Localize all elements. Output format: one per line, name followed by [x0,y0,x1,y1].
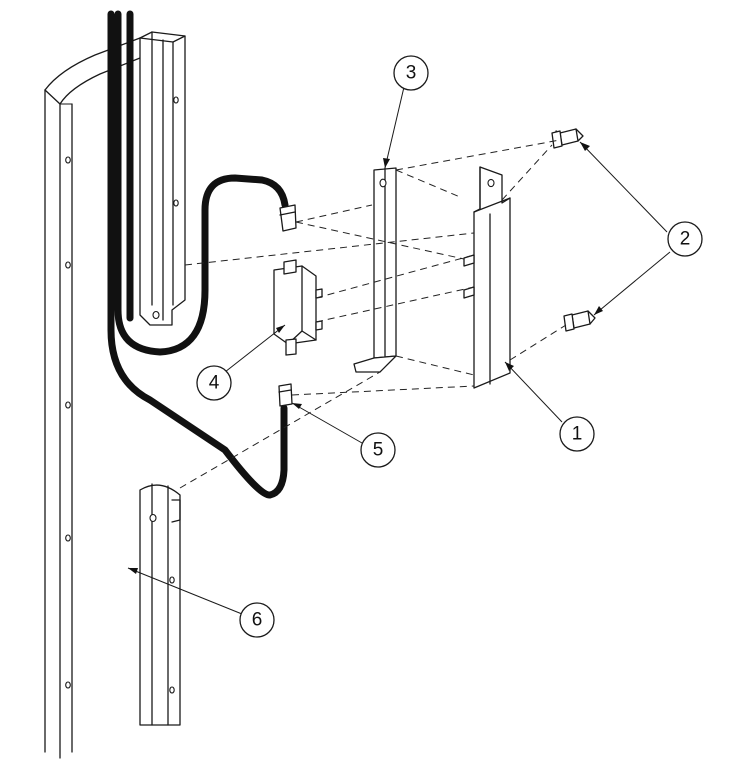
callout-6-label: 6 [252,610,263,631]
callout-5: 5 [291,402,396,468]
callout-4: 4 [196,324,286,401]
callout-3: 3 [383,55,429,169]
cable-connector-upper [279,204,297,232]
screw-upper [551,128,584,149]
wire-harness [107,10,289,499]
cable-connector-lower [278,383,293,407]
callout-4-label: 4 [209,373,220,394]
cabinet-side-frame [44,37,141,759]
screw-lower [563,310,596,332]
callout-3-label: 3 [406,63,417,84]
callout-1: 1 [504,361,595,452]
callout-5-label: 5 [373,440,384,461]
upper-channel-rail [139,31,186,326]
callout-2-label: 2 [680,229,691,250]
alignment-lines [179,139,567,489]
switch-body [273,259,323,356]
lower-channel-rail [139,483,181,726]
callout-2: 2 [579,141,703,316]
callout-6: 6 [127,567,275,638]
callout-1-label: 1 [572,424,583,445]
mounting-strip [353,167,397,373]
bracket-plate [463,166,511,389]
frame-hole-row [65,156,71,689]
